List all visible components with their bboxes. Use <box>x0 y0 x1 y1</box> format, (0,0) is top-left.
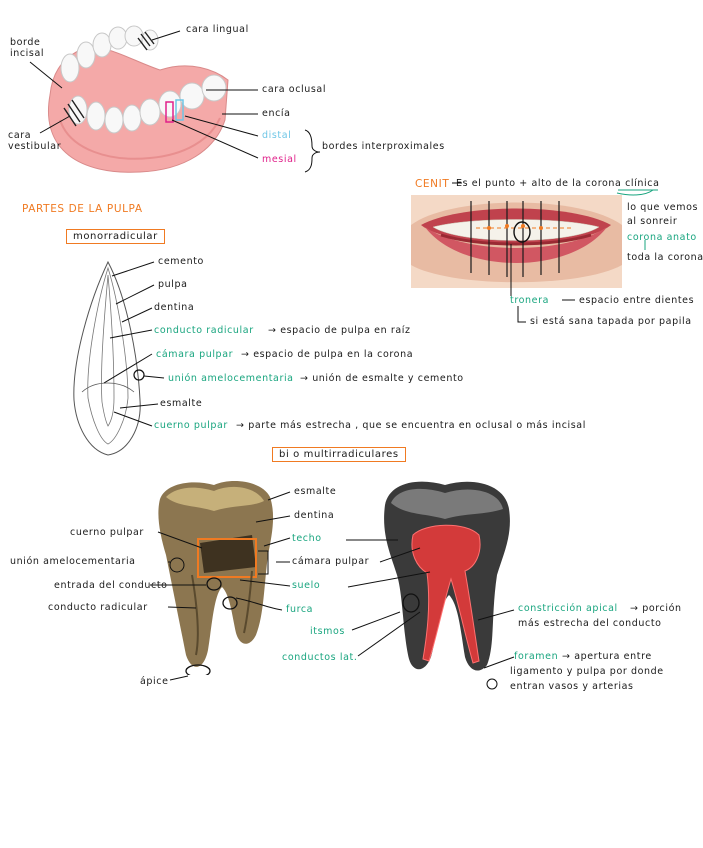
furca-label: furca <box>286 604 313 616</box>
multi-cuerno-label: cuerno pulpar <box>70 527 144 539</box>
multi-union-label: unión amelocementaria <box>10 556 136 568</box>
conductos-laterales-label: conductos lat. <box>282 652 357 664</box>
suelo-label: suelo <box>292 580 320 592</box>
foramen-def-3: entran vasos y arterias <box>510 681 634 693</box>
multi-dentina-label: dentina <box>294 510 334 522</box>
multi-conducto-label: conducto radicular <box>48 602 148 614</box>
multi-esmalte-label: esmalte <box>294 486 336 498</box>
apice-label: ápice <box>140 676 169 688</box>
constriccion-def-2: más estrecha del conducto <box>518 618 662 630</box>
foramen-def-1: → apertura entre <box>562 651 652 663</box>
constriccion-label: constricción apical <box>518 603 618 615</box>
constriccion-def-1: → porción <box>630 603 682 615</box>
istmos-label: itsmos <box>310 626 345 638</box>
foramen-def-2: ligamento y pulpa por donde <box>510 666 664 678</box>
entrada-conducto-label: entrada del conducto <box>54 580 168 592</box>
foramen-label: foramen <box>514 651 558 663</box>
multi-camara-label: cámara pulpar <box>292 556 369 568</box>
techo-label: techo <box>292 533 322 545</box>
